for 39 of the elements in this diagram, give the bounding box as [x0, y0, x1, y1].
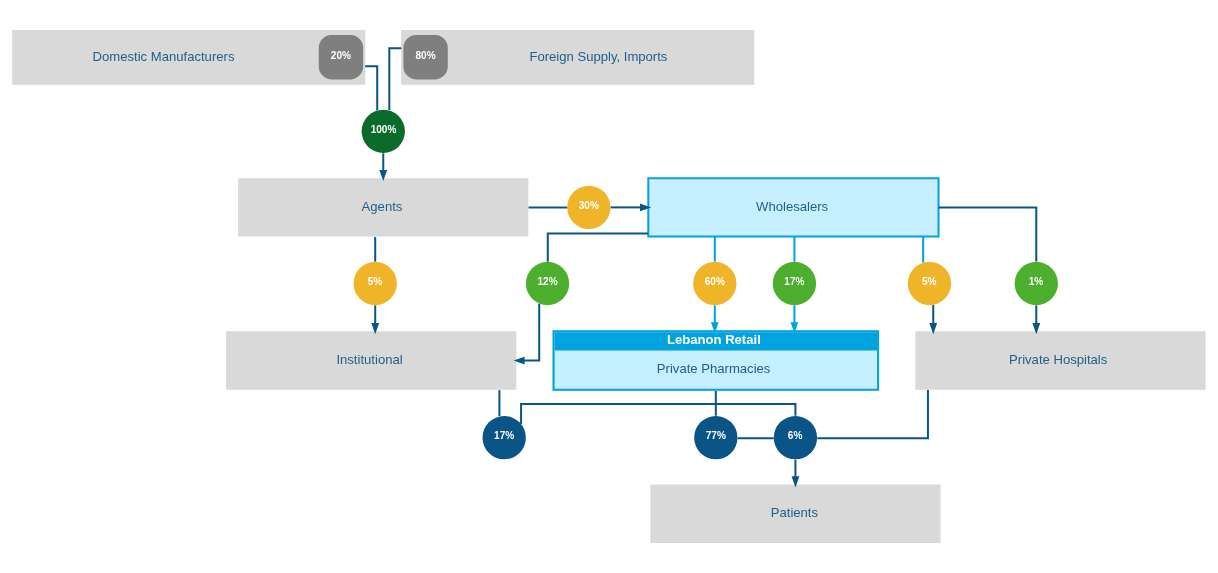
node-circle: 5%	[907, 261, 952, 306]
node-box: Patients	[650, 484, 941, 543]
connector	[713, 237, 716, 262]
arrow	[929, 304, 938, 335]
node-circle: 30%	[567, 185, 611, 230]
connector	[922, 237, 925, 263]
node-text: Lebanon Retail Private Pharmacies	[656, 331, 771, 377]
arrow	[1032, 305, 1041, 335]
node-circle: 17%	[772, 261, 817, 306]
arrow	[790, 305, 799, 334]
connector	[938, 206, 1038, 262]
node-box: Private Hospitals	[915, 331, 1206, 390]
connector	[737, 437, 774, 440]
connector	[817, 389, 929, 440]
connector	[528, 206, 568, 209]
arrow	[379, 153, 388, 182]
node-circle: 100%	[361, 109, 405, 153]
connector	[388, 47, 402, 111]
arrow	[513, 303, 541, 365]
node-circle: 1%	[1014, 261, 1058, 306]
node-box: Wholesalers	[647, 177, 940, 238]
connector	[793, 237, 796, 262]
node-box: Institutional	[226, 331, 517, 390]
arrow	[371, 305, 380, 335]
node-circle: 12%	[525, 261, 570, 306]
node-circle: 17%	[482, 416, 526, 460]
node-box: Agents	[238, 178, 529, 237]
node-circle: 77%	[694, 416, 738, 460]
connector	[374, 237, 377, 262]
connector	[520, 402, 797, 424]
arrow	[710, 305, 719, 334]
connector	[498, 390, 501, 417]
node-circle: 5%	[353, 261, 397, 306]
arrow	[610, 203, 652, 212]
connector	[714, 391, 717, 416]
node-circle: 6%	[773, 416, 818, 460]
connector	[365, 65, 379, 111]
node-circle: 60%	[693, 261, 737, 306]
connector	[546, 232, 649, 262]
